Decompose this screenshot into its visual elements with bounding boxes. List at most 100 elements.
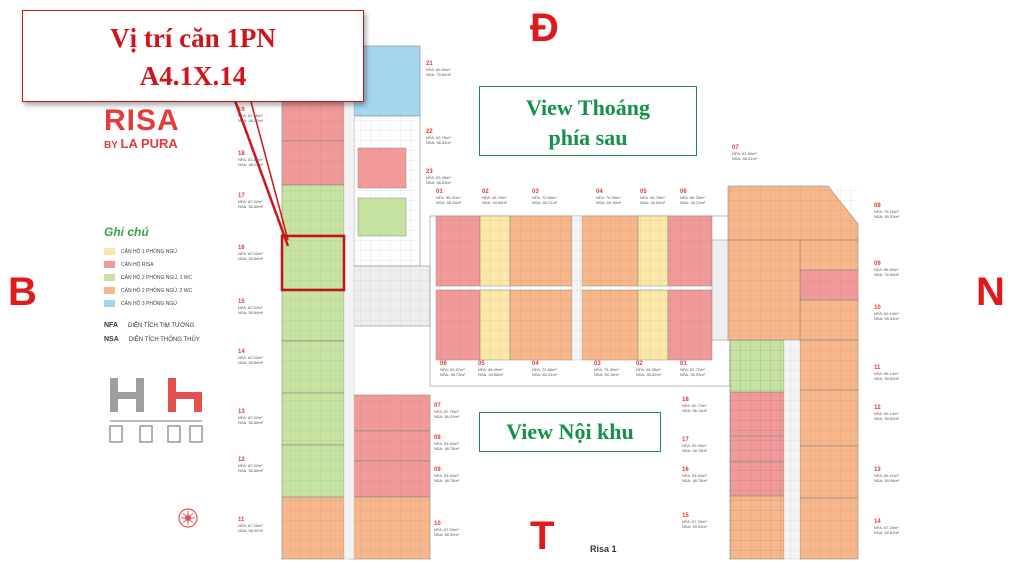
unit-number: 16: [682, 467, 689, 473]
unit-nsa: NSA: 48.33m²: [436, 200, 462, 205]
legend-label: CĂN HỘ 3 PHÒNG NGỦ: [121, 300, 177, 307]
legend-abbr-text: DIỆN TÍCH TIM TƯỜNG: [128, 323, 195, 329]
unit-nsa: NSA: 55.66m²: [238, 468, 264, 473]
legend-abbr-key: NSA: [104, 336, 119, 343]
unit-number: 01: [436, 189, 443, 195]
unit-nfa: NFA: 72.66m²: [532, 195, 557, 200]
unit-nfa: NFA: 76.15m²: [874, 209, 899, 214]
sun-icon: [178, 508, 198, 528]
direction-top: Đ: [530, 6, 559, 50]
unit-nfa: NFA: 62.60m²: [732, 151, 757, 156]
logo-by: BY: [104, 140, 118, 151]
unit-nsa: NSA: 59.52m²: [682, 524, 708, 529]
unit-nsa: NSA: 45.54m²: [640, 200, 666, 205]
unit-nfa: NFA: 62.72m²: [680, 367, 705, 372]
unit-nsa: NSA: 58.90m²: [434, 532, 460, 537]
unit-nfa: NFA: 66.14m²: [874, 371, 899, 376]
unit-nsa: NSA: 48.78m²: [682, 478, 708, 483]
unit-number: 15: [682, 513, 689, 519]
mid-left-wing: [343, 45, 431, 560]
unit-nfa: NFA: 67.20m²: [434, 527, 459, 532]
unit-number: 09: [434, 467, 441, 473]
unit-nfa: NFA: 53.65m²: [238, 157, 263, 162]
left-wing: [281, 94, 345, 560]
unit-nsa: NSA: 44.58m²: [482, 200, 508, 205]
unit-nfa: NFA: 72.66m²: [532, 367, 557, 372]
legend-item: CĂN HỘ 3 PHÒNG NGỦ: [104, 300, 177, 307]
unit-number: 12: [238, 457, 245, 463]
unit-nsa: NSA: 59.52m²: [874, 376, 900, 381]
unit-nsa: NSA: 69.16m²: [596, 200, 622, 205]
unit-nsa: NSA: 55.66m²: [238, 420, 264, 425]
unit-nsa: NSA: 75.84m²: [426, 72, 452, 77]
unit-number: 03: [594, 361, 601, 367]
unit-number: 17: [682, 437, 689, 443]
unit-number: 03: [532, 189, 539, 195]
unit-callout-box: Vị trí căn 1PN A4.1X.14: [22, 10, 364, 102]
view-back-box: View Thoáng phía sau: [479, 86, 697, 156]
unit-nsa: NSA: 59.52m²: [874, 416, 900, 421]
unit-nfa: NFA: 62.02m²: [238, 305, 263, 310]
unit-nfa: NFA: 53.94m²: [434, 473, 459, 478]
unit-number: 13: [238, 409, 245, 415]
unit-number: 01: [680, 361, 687, 367]
unit-number: 18: [682, 397, 689, 403]
unit-nfa: NFA: 62.79m²: [426, 135, 451, 140]
unit-nsa: NSA: 44.58m²: [478, 372, 504, 377]
unit-number: 17: [238, 193, 245, 199]
unit-nfa: NFA: 62.72m²: [682, 403, 707, 408]
unit-nfa: NFA: 62.02m²: [238, 415, 263, 420]
unit-number: 11: [874, 365, 881, 371]
unit-number: 16: [238, 245, 245, 251]
direction-right: N: [976, 270, 1005, 314]
unit-nfa: NFA: 76.39m²: [596, 195, 621, 200]
unit-nsa: NSA: 59.54m²: [874, 478, 900, 483]
unit-number: 08: [874, 203, 881, 209]
risa-logo: RISA: [104, 104, 180, 137]
unit-nsa: NSA: 65.33m²: [874, 214, 900, 219]
unit-nsa: NSA: 58.90m²: [238, 528, 264, 533]
logo-brand: LA PURA: [120, 136, 178, 151]
unit-nfa: NFA: 46.79m²: [640, 195, 665, 200]
legend-swatch: [104, 274, 115, 281]
unit-nfa: NFA: 53.97m²: [440, 367, 465, 372]
unit-number: 02: [636, 361, 643, 367]
legend-swatch: [104, 287, 115, 294]
legend-label: CĂN HỘ 2 PHÒNG NGỦ, 2 WC: [121, 287, 193, 294]
legend-item: CĂN HỘ 2 PHÒNG NGỦ, 2 WC: [104, 287, 192, 294]
callout-line2: A4.1X.14: [139, 61, 247, 91]
unit-nfa: NFA: 48.49m²: [478, 367, 503, 372]
unit-number: 15: [238, 299, 245, 305]
highlight-marker: [232, 97, 346, 292]
legend-swatch: [104, 261, 115, 268]
unit-nfa: NFA: 53.94m²: [682, 473, 707, 478]
legend-label: CĂN HỘ 1 PHÒNG NGỦ: [121, 248, 177, 255]
unit-number: 06: [440, 361, 447, 367]
callout-line1: Vị trí căn 1PN: [110, 23, 276, 53]
unit-nsa: NSA: 48.73m²: [440, 372, 466, 377]
unit-nsa: NSA: 55.66m²: [238, 360, 264, 365]
unit-nsa: NSA: 65.71m²: [532, 200, 558, 205]
